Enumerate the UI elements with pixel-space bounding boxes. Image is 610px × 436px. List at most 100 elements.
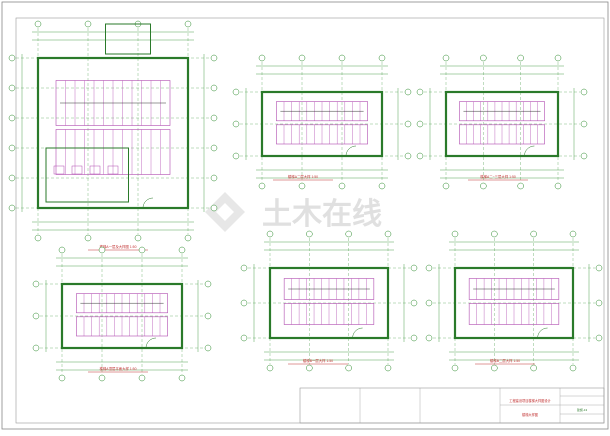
axis-bubble xyxy=(410,334,418,342)
fixture xyxy=(71,165,83,175)
axis-bubble xyxy=(258,54,266,62)
axis-bubble xyxy=(416,88,424,96)
axis-bubble xyxy=(442,182,450,190)
axis-bubble xyxy=(8,204,16,212)
axis-bubble xyxy=(345,364,352,372)
plan-caption: 楼梯A二~三层大样 1:50 xyxy=(480,174,516,179)
title-project: 工程建设项目楼梯大样图设计 xyxy=(509,398,551,403)
door-swing xyxy=(142,197,154,209)
watermark-logo-icon xyxy=(205,192,245,232)
axis-bubble xyxy=(32,280,40,288)
axis-bubble xyxy=(338,182,346,190)
axis-bubble xyxy=(595,299,603,307)
axis-bubble xyxy=(178,374,186,382)
axis-bubble xyxy=(8,144,16,152)
axis-bubble xyxy=(98,374,106,382)
plan-a-1f: 楼梯A一层及大样图 1:50 xyxy=(8,20,218,251)
plan-caption: 楼梯B二层大样 1:50 xyxy=(490,358,520,363)
axis-bubble xyxy=(404,120,412,128)
wall-outline xyxy=(36,56,190,210)
axis-bubble xyxy=(8,84,16,92)
landing-outline xyxy=(105,23,151,55)
axis-bubble xyxy=(451,230,459,238)
plan-caption: 楼梯A顶层平面大样 1:50 xyxy=(100,366,137,371)
axis-bubble xyxy=(410,299,418,307)
axis-bubble xyxy=(306,364,313,372)
door-swing xyxy=(145,337,157,349)
axis-bubble xyxy=(204,312,212,320)
axis-bubble xyxy=(517,54,524,62)
plan-a-3f: 楼梯A二~三层大样 1:50 xyxy=(416,54,588,190)
axis-bubble xyxy=(34,20,42,28)
axis-bubble xyxy=(425,264,433,272)
title-block: 工程建设项目楼梯大样图设计 楼梯大样图 建施-13 xyxy=(299,387,605,424)
axis-bubble xyxy=(58,246,66,254)
wall-outline xyxy=(444,90,560,158)
axis-bubble xyxy=(258,182,266,190)
axis-bubble xyxy=(404,152,412,160)
axis-bubble xyxy=(517,182,524,190)
axis-bubble xyxy=(569,364,577,372)
axis-bubble xyxy=(240,299,248,307)
axis-bubble xyxy=(210,114,218,122)
axis-bubble xyxy=(595,334,603,342)
door-swing xyxy=(352,327,363,339)
axis-bubble xyxy=(378,54,386,62)
watermark: 土木在线 xyxy=(205,192,382,232)
room-outline xyxy=(45,147,129,203)
axis-bubble xyxy=(210,144,218,152)
axis-bubble xyxy=(84,234,92,242)
axis-bubble xyxy=(425,299,433,307)
axis-bubble xyxy=(134,234,142,242)
title-sheet-no: 建施-13 xyxy=(577,407,588,412)
axis-bubble xyxy=(384,230,392,238)
fixture xyxy=(107,165,119,175)
axis-bubble xyxy=(232,152,240,160)
axis-bubble xyxy=(210,84,218,92)
axis-bubble xyxy=(58,374,66,382)
axis-bubble xyxy=(384,364,392,372)
axis-bubble xyxy=(530,364,537,372)
axis-bubble xyxy=(416,152,424,160)
axis-bubble xyxy=(338,54,346,62)
door-swing xyxy=(524,145,535,157)
plan-a-top: 楼梯A顶层平面大样 1:50 xyxy=(32,246,212,382)
axis-bubble xyxy=(204,344,212,352)
axis-bubble xyxy=(345,230,352,238)
plan-a-2f: 楼梯A二层大样 1:50 xyxy=(232,54,412,190)
axis-bubble xyxy=(580,152,588,160)
axis-bubble xyxy=(266,364,274,372)
axis-bubble xyxy=(84,20,92,28)
axis-bubble xyxy=(8,114,16,122)
plan-caption: 楼梯A二层大样 1:50 xyxy=(288,174,318,179)
axis-bubble xyxy=(480,54,487,62)
plan-b-1f: 楼梯B一层大样 1:50 xyxy=(240,230,418,372)
wall-outline xyxy=(268,266,390,340)
axis-bubble xyxy=(8,54,16,62)
fixture xyxy=(89,165,101,175)
axis-bubble xyxy=(580,88,588,96)
axis-bubble xyxy=(178,246,186,254)
axis-bubble xyxy=(8,174,16,182)
axis-bubble xyxy=(306,230,313,238)
axis-bubble xyxy=(491,364,498,372)
plan-b-2f: 楼梯B二层大样 1:50 xyxy=(425,230,603,372)
axis-bubble xyxy=(210,174,218,182)
axis-bubble xyxy=(554,54,562,62)
plan-caption: 楼梯A一层及大样图 1:50 xyxy=(100,244,137,249)
wall-outline xyxy=(60,282,184,350)
wall-outline xyxy=(453,266,575,340)
axis-bubble xyxy=(410,264,418,272)
axis-bubble xyxy=(210,204,218,212)
axis-bubble xyxy=(240,334,248,342)
axis-bubble xyxy=(480,182,487,190)
axis-bubble xyxy=(266,230,274,238)
axis-bubble xyxy=(138,374,146,382)
wall-outline xyxy=(260,90,384,158)
axis-bubble xyxy=(204,280,212,288)
axis-bubble xyxy=(491,230,498,238)
axis-bubble xyxy=(416,120,424,128)
axis-bubble xyxy=(32,312,40,320)
